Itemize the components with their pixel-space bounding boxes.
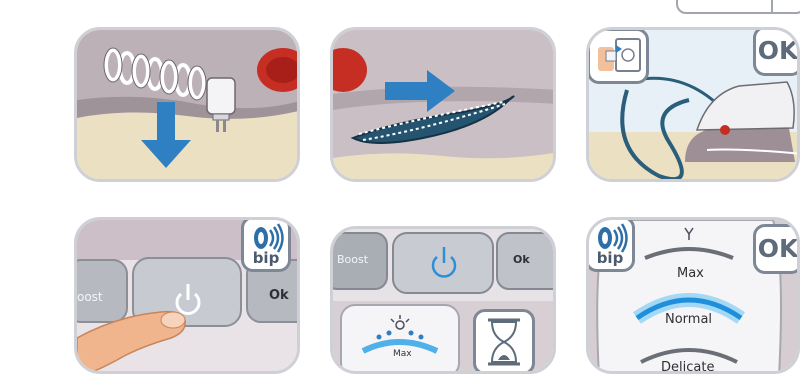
wall-socket-icon (590, 31, 646, 81)
bip-label: bip (588, 249, 632, 267)
ok-label: OK (758, 36, 799, 65)
panel-heat-up: Boost Ok Max (330, 226, 556, 374)
boost-button-label: oost (77, 290, 103, 304)
ok-badge: OK (753, 224, 800, 274)
boost-button-label: Boost (337, 253, 368, 266)
top-right-frame-divider (771, 0, 773, 14)
unwind-cord-illustration (77, 30, 300, 182)
panel-plug-in: OK (586, 27, 800, 182)
panel-store-cord (330, 27, 556, 182)
store-cord-illustration (333, 30, 556, 182)
level-delicate: Delicate (661, 360, 714, 374)
ok-button-label: Ok (269, 288, 289, 303)
hourglass-badge (473, 309, 535, 374)
ok-badge: OK (753, 27, 800, 76)
bip-label: bip (244, 249, 288, 267)
level-max: Max (677, 266, 704, 281)
ok-button-label: Ok (513, 253, 530, 266)
panel-select-setting: Max Normal Delicate bip OK (586, 217, 800, 374)
bip-badge: bip (241, 217, 291, 272)
top-right-frame (676, 0, 800, 14)
level-normal: Normal (665, 312, 712, 327)
panel-press-power: oost Ok bip (74, 217, 300, 374)
hourglass-icon (476, 312, 532, 372)
steam-level-label: Max (393, 349, 412, 359)
bip-badge: bip (586, 217, 635, 272)
ok-label: OK (758, 234, 799, 263)
panel-unwind-cord (74, 27, 300, 182)
wall-socket-badge (587, 28, 649, 84)
